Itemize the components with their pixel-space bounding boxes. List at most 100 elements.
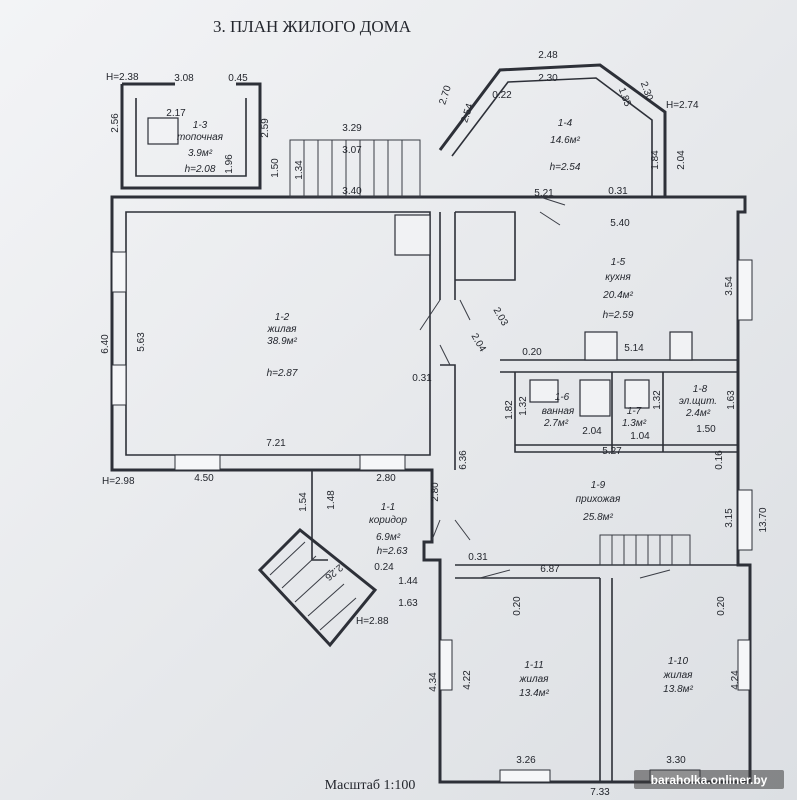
room-area: 3.9м² <box>188 148 213 159</box>
dimension-label: 0.22 <box>492 90 512 101</box>
dimension-label: 0.24 <box>374 562 394 573</box>
dimension-label: 1.63 <box>726 390 737 410</box>
dimension-label: 1.82 <box>504 400 515 420</box>
plan-title: 3. ПЛАН ЖИЛОГО ДОМА <box>213 17 412 36</box>
dimension-label: 1.54 <box>298 492 309 512</box>
dimension-label: 4.22 <box>462 670 473 690</box>
room-height: h=2.59 <box>603 310 634 321</box>
dimension-label: 2.48 <box>538 50 558 61</box>
dimension-label: 3.40 <box>342 186 362 197</box>
dimension-label: 2.80 <box>430 482 441 502</box>
dimension-label: 1.34 <box>294 160 305 180</box>
room-1-2: 1-2 жилая 38.9м² h=2.87 <box>267 312 298 379</box>
dimension-label: 5.27 <box>602 446 622 457</box>
room-1-5: 1-5 кухня 20.4м² h=2.59 <box>602 257 634 321</box>
dimension-label: 3.26 <box>516 755 536 766</box>
room-area: 20.4м² <box>602 290 633 301</box>
dimension-label: 1.50 <box>270 158 281 178</box>
dimension-label: 2.04 <box>676 150 687 170</box>
dimension-label: 7.33 <box>590 787 610 798</box>
room-1-6: 1-6 ванная 2.7м² <box>542 392 575 429</box>
dimension-label: 1.32 <box>652 390 663 410</box>
dimension-label: 3.15 <box>724 508 735 528</box>
dimension-label: 1.96 <box>224 154 235 174</box>
room-height: h=2.87 <box>267 368 298 379</box>
dimension-label: 6.87 <box>540 564 560 575</box>
dimension-label: 4.50 <box>194 473 214 484</box>
room-area: 2.7м² <box>543 418 569 429</box>
room-1-11: 1-11 жилая 13.4м² <box>519 660 550 699</box>
room-1-9: 1-9 прихожая 25.8м² <box>576 480 621 523</box>
dimension-label: 2.80 <box>376 473 396 484</box>
dimension-label: 0.16 <box>714 450 725 470</box>
room-id: 1-11 <box>524 660 543 671</box>
dimension-label: 2.17 <box>166 108 186 119</box>
height-marks: H=2.38 H=2.74 H=2.98 H=2.88 <box>102 72 699 627</box>
room-1-8: 1-8 эл.щит. 2.4м² <box>679 384 717 419</box>
room-1-1: 1-1 коридор 6.9м² h=2.63 <box>369 502 408 557</box>
dimension-label: 5.14 <box>624 343 644 354</box>
room-height: h=2.63 <box>377 546 408 557</box>
room-name: прихожая <box>576 494 621 505</box>
height-mark: H=2.38 <box>106 72 139 83</box>
dimension-label: 6.36 <box>458 450 469 470</box>
dimension-label: 1.32 <box>518 396 529 416</box>
dimension-label: 1.50 <box>696 424 716 435</box>
dimension-label: 2.03 <box>491 306 510 329</box>
room-name: коридор <box>369 515 407 526</box>
height-mark: H=2.98 <box>102 476 135 487</box>
room-area: 25.8м² <box>582 512 613 523</box>
room-1-10: 1-10 жилая 13.8м² <box>663 656 694 695</box>
room-id: 1-6 <box>555 392 570 403</box>
dimension-label: 3.54 <box>724 276 735 296</box>
dimension-label: 3.30 <box>666 755 686 766</box>
height-mark: H=2.88 <box>356 616 389 627</box>
room-area: 14.6м² <box>550 135 580 146</box>
scale-caption: Масштаб 1:100 <box>325 778 416 793</box>
dimension-label: 5.63 <box>136 332 147 352</box>
room-name: жилая <box>267 324 298 335</box>
dimension-label: 2.30 <box>538 73 558 84</box>
room-id: 1-5 <box>611 257 626 268</box>
room-id: 1-10 <box>668 656 688 667</box>
room-height: h=2.54 <box>550 162 581 173</box>
room-name: жилая <box>663 670 694 681</box>
walls <box>110 63 752 784</box>
room-area: 13.4м² <box>519 688 549 699</box>
watermark: baraholka.onliner.by <box>651 773 768 787</box>
room-name: топочная <box>177 132 224 143</box>
dimension-label: 2.70 <box>437 84 454 106</box>
room-name: эл.щит. <box>679 396 717 407</box>
dimension-label: 13.70 <box>758 507 769 532</box>
dimension-label: 5.21 <box>534 188 554 199</box>
room-id: 1-4 <box>558 118 573 129</box>
dimension-label: 0.20 <box>512 596 523 616</box>
watermark-background <box>634 770 784 789</box>
dimension-label: 0.31 <box>412 373 432 384</box>
dimension-label: 2.30 <box>638 80 655 102</box>
dimensions: 3.08 0.45 2.17 2.56 2.59 1.96 1.50 1.34 … <box>100 50 769 798</box>
dimension-label: 2.54 <box>459 102 476 124</box>
room-height: h=2.08 <box>185 164 216 175</box>
dimension-label: 2.56 <box>110 113 121 133</box>
dimension-label: 0.20 <box>522 347 542 358</box>
dimension-label: 6.40 <box>100 334 111 354</box>
dimension-label: 7.21 <box>266 438 286 449</box>
room-id: 1-8 <box>693 384 708 395</box>
dimension-label: 1.48 <box>326 490 337 510</box>
room-id: 1-3 <box>193 120 208 131</box>
dimension-label: 1.63 <box>398 598 418 609</box>
room-area: 6.9м² <box>376 532 401 543</box>
room-area: 13.8м² <box>663 684 693 695</box>
windows <box>111 251 753 783</box>
dimension-label: 0.45 <box>228 73 248 84</box>
room-name: жилая <box>519 674 550 685</box>
dimension-label: 4.24 <box>730 670 741 690</box>
room-name: кухня <box>605 272 631 283</box>
dimension-label: 3.07 <box>342 145 362 156</box>
dimension-label: 2.26 <box>322 561 344 582</box>
dimension-label: 0.31 <box>608 186 628 197</box>
dimension-label: 1.44 <box>398 576 418 587</box>
room-id: 1-1 <box>381 502 395 513</box>
